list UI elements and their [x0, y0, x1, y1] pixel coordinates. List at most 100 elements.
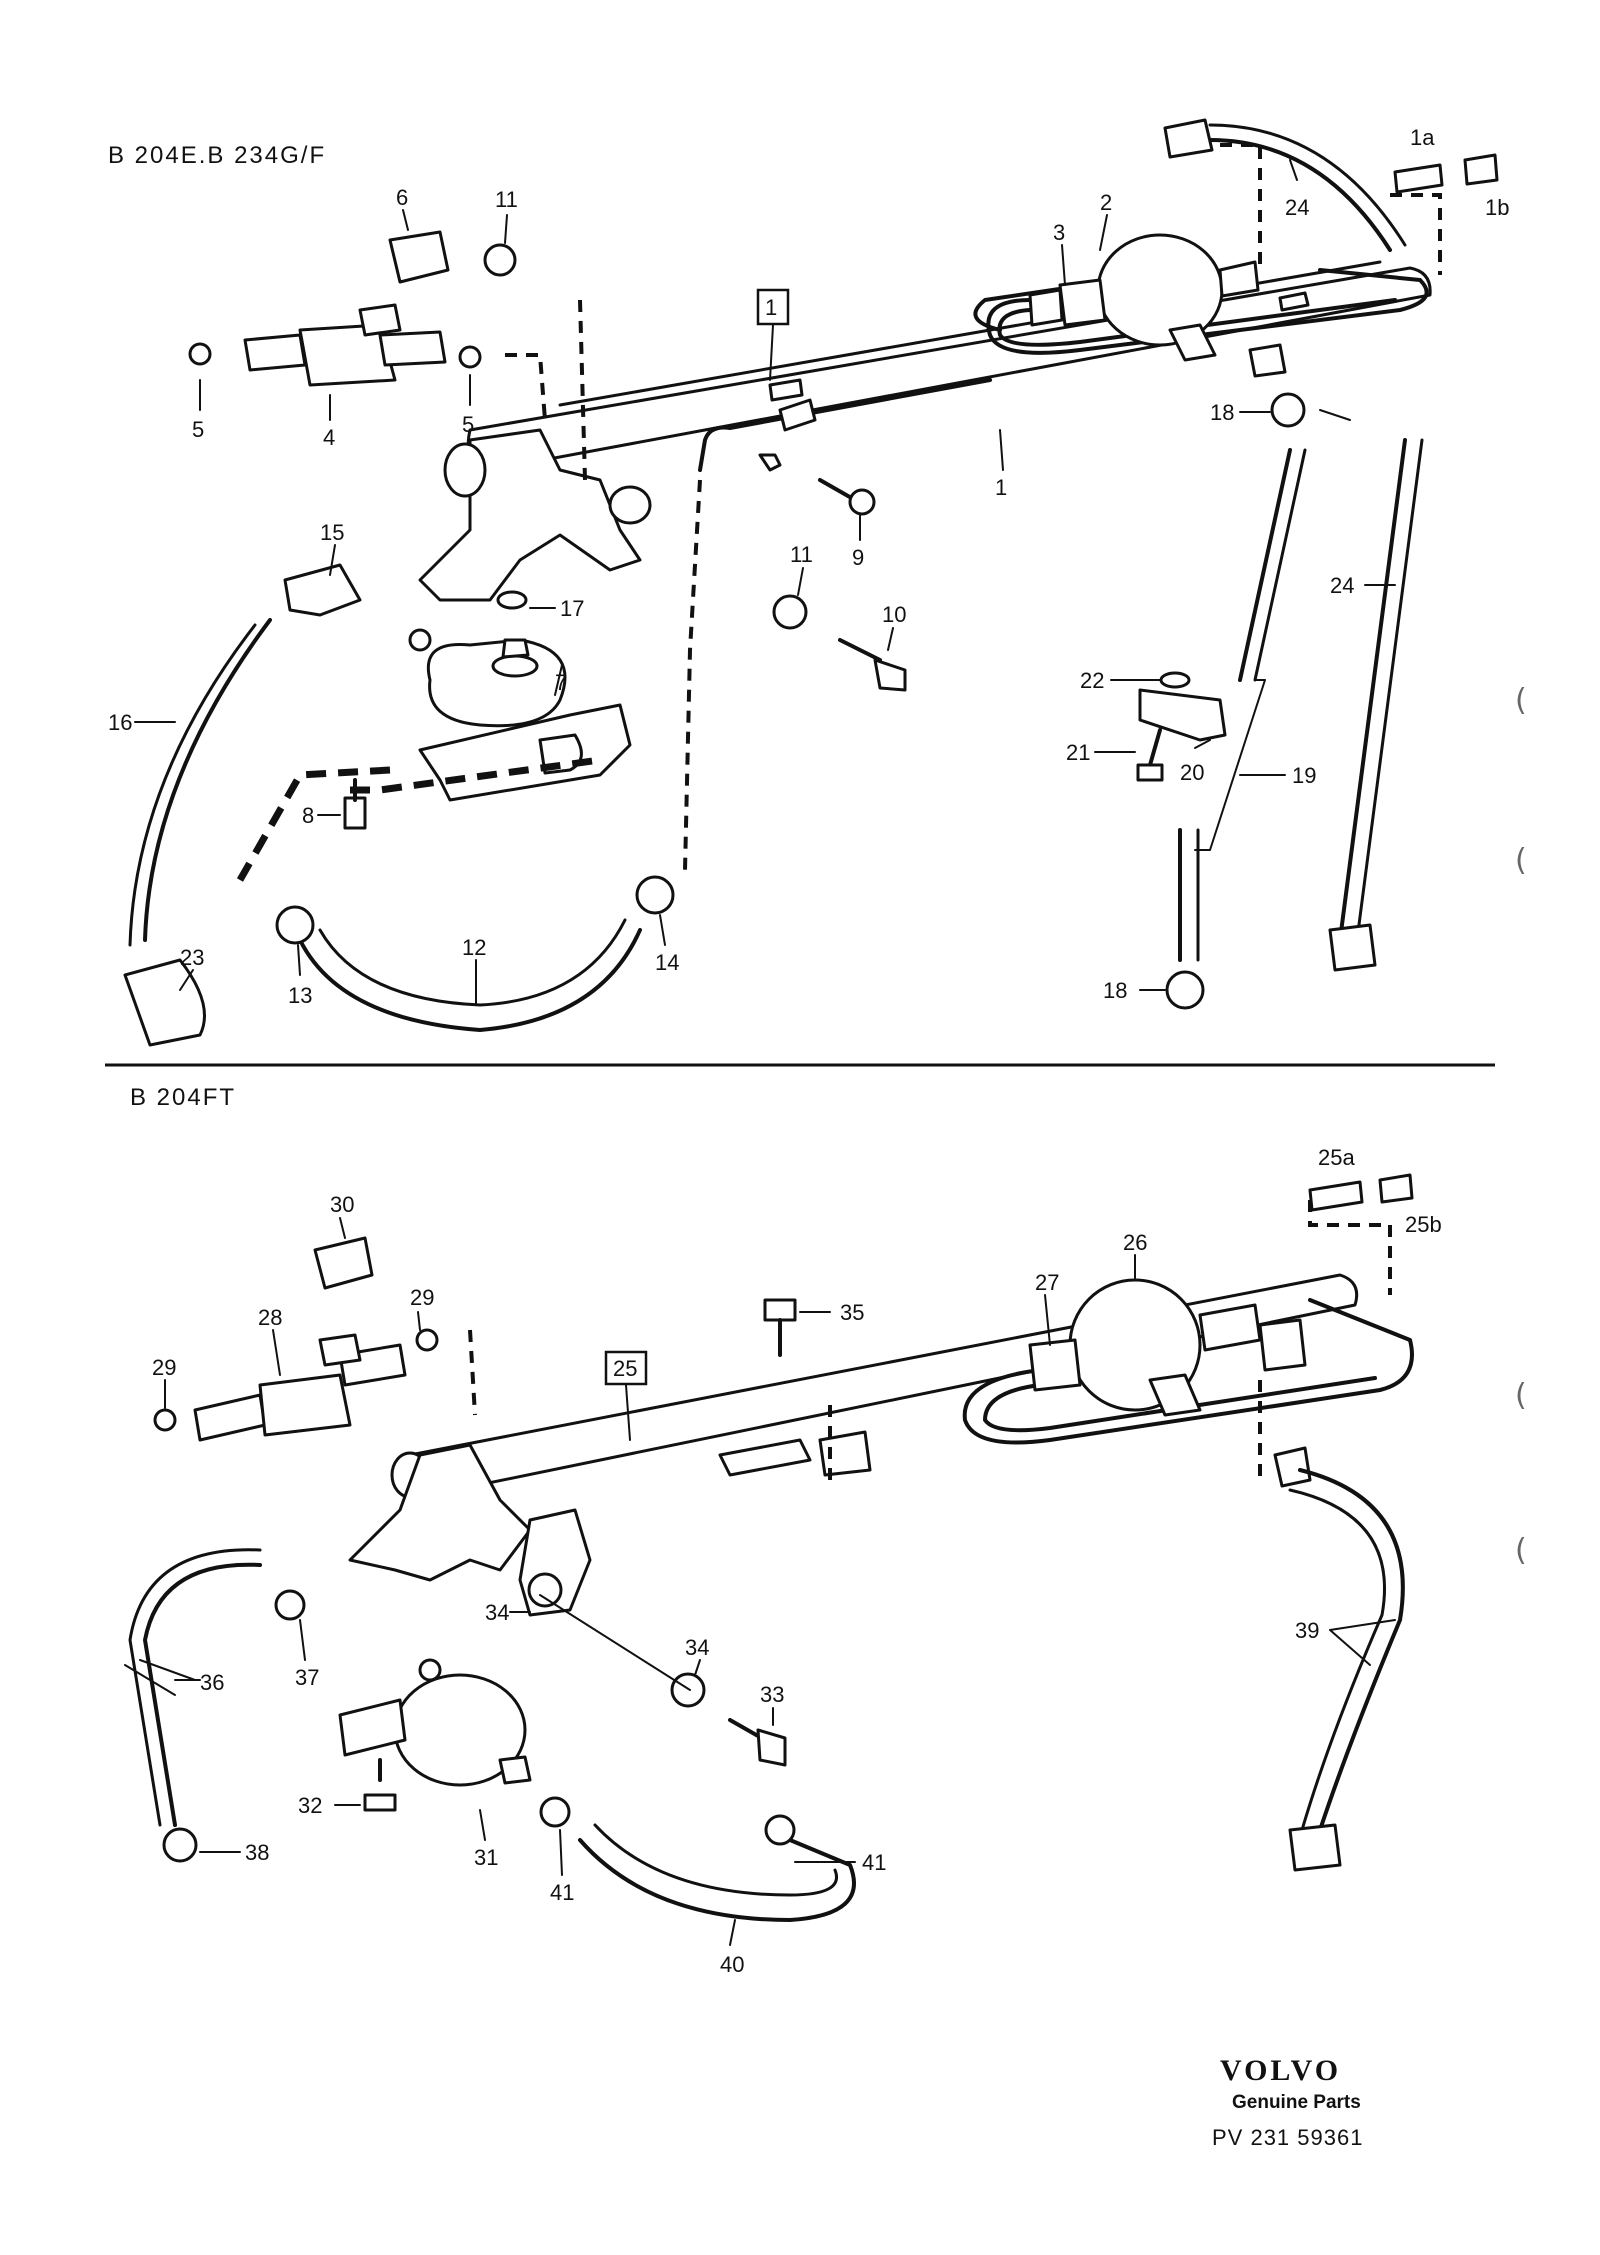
callout-17: 17 — [560, 596, 584, 621]
pressure-regulator-lower — [338, 1658, 532, 1787]
part-reference: PV 231 59361 — [1212, 2125, 1363, 2150]
callout-10: 10 — [882, 602, 906, 627]
callout-11-top: 11 — [495, 187, 518, 212]
callout-26: 26 — [1123, 1230, 1147, 1255]
bracket-20 — [1138, 688, 1227, 742]
callout-23: 23 — [180, 945, 204, 970]
callout-22: 22 — [1080, 668, 1104, 693]
callout-1-boxed: 1 — [765, 295, 777, 320]
bolt-10 — [838, 638, 907, 692]
callout-5-right: 5 — [462, 412, 474, 437]
hose-40 — [578, 1838, 856, 1922]
elbow-15 — [283, 563, 362, 617]
callout-9: 9 — [852, 545, 864, 570]
bolt-33 — [728, 1718, 787, 1767]
clamp-13 — [275, 905, 315, 945]
injector-lower — [153, 1328, 439, 1442]
retaining-clip-30 — [313, 1236, 374, 1290]
callout-34-right: 34 — [685, 1635, 709, 1660]
hose-19-upper — [1238, 448, 1292, 682]
elbow-23 — [123, 958, 206, 1047]
callout-28: 28 — [258, 1305, 282, 1330]
hose-12 — [298, 928, 642, 1032]
callout-18-bottom: 18 — [1103, 978, 1127, 1003]
callout-31: 31 — [474, 1845, 498, 1870]
pressure-regulator-upper — [408, 628, 632, 802]
callout-5-left: 5 — [192, 417, 204, 442]
callout-39: 39 — [1295, 1618, 1319, 1643]
callout-1: 1 — [995, 475, 1007, 500]
hose-24-lower — [1338, 438, 1407, 942]
callout-36: 36 — [200, 1670, 224, 1695]
margin-mark-2: ( — [1515, 843, 1527, 878]
regulator-bracket-upper — [418, 428, 652, 602]
hose-36 — [143, 1562, 262, 1827]
callout-2: 2 — [1100, 190, 1112, 215]
screw-8 — [343, 778, 367, 830]
regulator-bracket-lower — [348, 1443, 592, 1617]
callout-6: 6 — [396, 185, 408, 210]
callout-33: 33 — [760, 1682, 784, 1707]
fuel-rail-lower — [390, 1273, 1359, 1499]
callout-4: 4 — [323, 425, 335, 450]
screw-21 — [1136, 728, 1164, 782]
callout-24: 24 — [1330, 573, 1354, 598]
callout-3: 3 — [1053, 220, 1065, 245]
callout-29-right: 29 — [410, 1285, 434, 1310]
hose-39 — [1298, 1468, 1405, 1832]
callout-12: 12 — [462, 935, 486, 960]
callout-14: 14 — [655, 950, 679, 975]
callout-41-left: 41 — [550, 1880, 574, 1905]
connector-1b — [1463, 153, 1499, 186]
callout-25a: 25a — [1318, 1145, 1355, 1170]
callout-37: 37 — [295, 1665, 319, 1690]
clamp-41-left — [539, 1796, 571, 1828]
callout-19: 19 — [1292, 763, 1316, 788]
callout-35: 35 — [840, 1300, 864, 1325]
clamp-41-right — [764, 1814, 796, 1846]
clamp-38 — [162, 1827, 198, 1863]
callout-8: 8 — [302, 803, 314, 828]
clamp-37 — [274, 1589, 306, 1621]
screw-32 — [363, 1758, 397, 1812]
clamp-14 — [635, 875, 675, 915]
callout-1-box — [756, 288, 790, 326]
retaining-clip-6 — [388, 230, 450, 284]
callout-11: 11 — [790, 542, 813, 567]
fuel-rail-upper — [466, 260, 1432, 472]
injector-upper — [188, 303, 482, 387]
washer-11 — [772, 594, 808, 630]
section-title-lower: B 204FT — [130, 1084, 236, 1111]
section-title-upper: B 204E.B 234G/F — [108, 142, 326, 169]
callout-38: 38 — [245, 1840, 269, 1865]
washer-11-top — [483, 243, 517, 277]
margin-mark-3: ( — [1515, 1378, 1527, 1413]
washer-22 — [1159, 671, 1191, 689]
callout-7: 7 — [555, 670, 567, 695]
margin-mark-1: ( — [1515, 683, 1527, 718]
callout-40: 40 — [720, 1952, 744, 1977]
connector-25b — [1378, 1173, 1414, 1204]
callout-25-boxed: 25 — [613, 1356, 637, 1381]
callout-15: 15 — [320, 520, 344, 545]
fuel-damper-lower — [1028, 1278, 1307, 1417]
callout-20: 20 — [1180, 760, 1204, 785]
callout-1a: 1a — [1410, 125, 1435, 150]
bolt-35 — [763, 1298, 797, 1357]
callout-30: 30 — [330, 1192, 354, 1217]
callout-25b: 25b — [1405, 1212, 1442, 1237]
connector-25a — [1308, 1180, 1364, 1212]
callout-41-right: 41 — [862, 1850, 886, 1875]
brand-logo: VOLVO — [1220, 2054, 1341, 2087]
hose-24-upper — [1208, 138, 1392, 252]
callout-34-left: 34 — [485, 1600, 509, 1625]
fuel-damper-upper — [1028, 233, 1260, 362]
clamp-18-bottom — [1165, 970, 1205, 1010]
clamp-18-top — [1270, 392, 1306, 428]
seal-17 — [496, 590, 528, 610]
brand-tagline: Genuine Parts — [1232, 2092, 1361, 2113]
callout-13: 13 — [288, 983, 312, 1008]
bolt-9 — [758, 453, 876, 516]
callout-27: 27 — [1035, 1270, 1059, 1295]
